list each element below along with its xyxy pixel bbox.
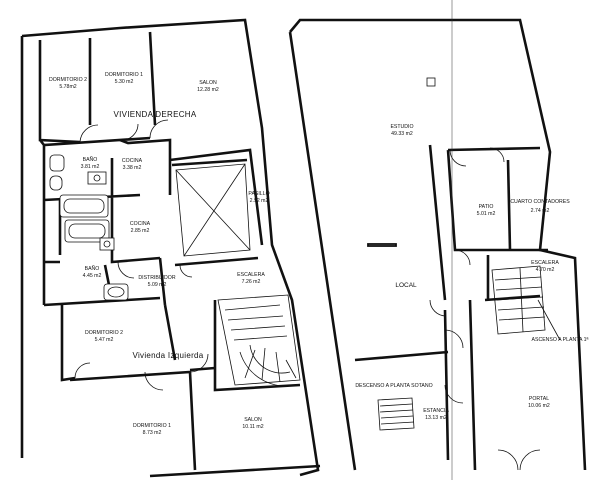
beam-mark [367, 243, 397, 247]
room-area: 5.78m2 [59, 84, 76, 90]
room-area: 8.73 m2 [143, 430, 162, 436]
room-estudio: ESTUDIO 49.33 m2 [390, 124, 413, 137]
room-name: DORMITORIO 2 [85, 330, 123, 336]
right-floor-plan: ESTUDIO 49.33 m2 LOCAL PATIO 5.01 m2 CUA… [288, 0, 589, 480]
right-exterior-wall [288, 18, 587, 471]
room-area: 2.92 m2 [250, 198, 269, 204]
room-area: 5.30 m2 [115, 79, 134, 85]
room-salon-d: SALON 12.28 m2 [197, 80, 219, 93]
room-name: ESTUDIO [390, 124, 413, 130]
room-contadores: CUARTO CONTADORES 2.74 m2 [510, 199, 570, 214]
room-name: ESCALERA [531, 260, 559, 266]
room-name: PATIO [479, 204, 494, 210]
room-area: 49.33 m2 [391, 131, 413, 137]
right-doors [429, 147, 541, 471]
column-mark [426, 77, 436, 87]
room-bano-i: BAÑO 4.45 m2 [83, 265, 102, 279]
room-name: ESCALERA [237, 272, 265, 278]
room-area: 2.74 m2 [531, 208, 550, 214]
room-area: 13.13 m2 [425, 415, 447, 421]
room-cocina-i: COCINA 2.85 m2 [130, 221, 151, 234]
room-area: 4.45 m2 [83, 273, 102, 279]
room-dorm1-i: DORMITORIO 1 8.73 m2 [133, 423, 171, 436]
bathroom-fixtures-lower [64, 219, 129, 301]
room-name: CUARTO CONTADORES [510, 199, 570, 205]
room-estancia: ESTANCIA 13.13 m2 [423, 408, 449, 421]
room-area: 4.70 m2 [536, 267, 555, 273]
room-area: 3.38 m2 [123, 165, 142, 171]
room-escalera-r: ESCALERA 4.70 m2 [531, 260, 559, 273]
room-name: DESCENSO A PLANTA SOTANO [355, 383, 432, 389]
room-patio: PATIO 5.01 m2 [477, 204, 496, 217]
left-wall-middle [43, 200, 167, 307]
spiral-stair [213, 294, 301, 392]
room-name: COCINA [122, 158, 143, 164]
room-pasillo: PASILLO 2.92 m2 [248, 191, 269, 204]
room-name: SALON [244, 417, 262, 423]
room-area: 3.81 m2 [81, 164, 100, 170]
room-name: PORTAL [529, 396, 549, 402]
room-name: DORMITORIO 2 [49, 77, 87, 83]
room-area: 12.28 m2 [197, 87, 219, 93]
room-distribuidor: DISTRIBUIDOR 5.09 m2 [138, 275, 175, 288]
room-portal: PORTAL 10.06 m2 [528, 396, 550, 409]
room-name: ASCENSO A PLANTA 1ª [532, 337, 589, 343]
wing-label-derecha: VIVIENDA DERECHA [113, 110, 196, 119]
room-area: 5.09 m2 [148, 282, 167, 288]
room-name: ESTANCIA [423, 408, 449, 414]
left-floor-plan: VIVIENDA DERECHA Vivienda Izquierda DORM… [20, 18, 321, 478]
left-exterior-wall [20, 18, 320, 477]
room-name: BAÑO [83, 156, 98, 163]
room-area: 7.26 m2 [242, 279, 261, 285]
room-name: COCINA [130, 221, 151, 227]
room-dorm2-d: DORMITORIO 2 5.78m2 [49, 77, 87, 90]
room-descenso: DESCENSO A PLANTA SOTANO [355, 383, 432, 389]
room-ascenso: ASCENSO A PLANTA 1ª [532, 337, 589, 343]
room-name: DORMITORIO 1 [133, 423, 171, 429]
bathroom-fixtures-upper [49, 154, 109, 218]
room-escalera-l: ESCALERA 7.26 m2 [237, 272, 265, 285]
lift-shaft [175, 163, 251, 257]
room-local: LOCAL [395, 282, 417, 289]
lift-shaft-wall [171, 158, 248, 167]
room-bano-d: BAÑO 3.81 m2 [81, 156, 100, 170]
room-area: 10.11 m2 [242, 424, 263, 430]
room-area: 5.47 m2 [95, 337, 114, 343]
left-bottom-wall [149, 464, 321, 478]
descent-stair [377, 397, 415, 431]
room-cocina-d: COCINA 3.38 m2 [122, 158, 143, 171]
room-area: 10.06 m2 [528, 403, 550, 409]
left-wall-upper [38, 31, 264, 305]
wing-label-izquierda: Vivienda Izquierda [132, 351, 203, 360]
room-name: BAÑO [85, 265, 100, 272]
room-name: SALON [199, 80, 217, 86]
room-name: DISTRIBUIDOR [138, 275, 175, 281]
room-name: PASILLO [248, 191, 269, 197]
room-area: 2.85 m2 [131, 228, 150, 234]
room-salon-i: SALON 10.11 m2 [242, 417, 263, 430]
room-area: 5.01 m2 [477, 211, 496, 217]
room-name: DORMITORIO 1 [105, 72, 143, 78]
left-doors [74, 119, 209, 391]
right-stair [491, 265, 561, 341]
right-interior-walls [354, 144, 548, 471]
room-dorm1-d: DORMITORIO 1 5.30 m2 [105, 72, 143, 85]
room-name: LOCAL [395, 282, 417, 289]
room-dorm2-i: DORMITORIO 2 5.47 m2 [85, 330, 123, 343]
